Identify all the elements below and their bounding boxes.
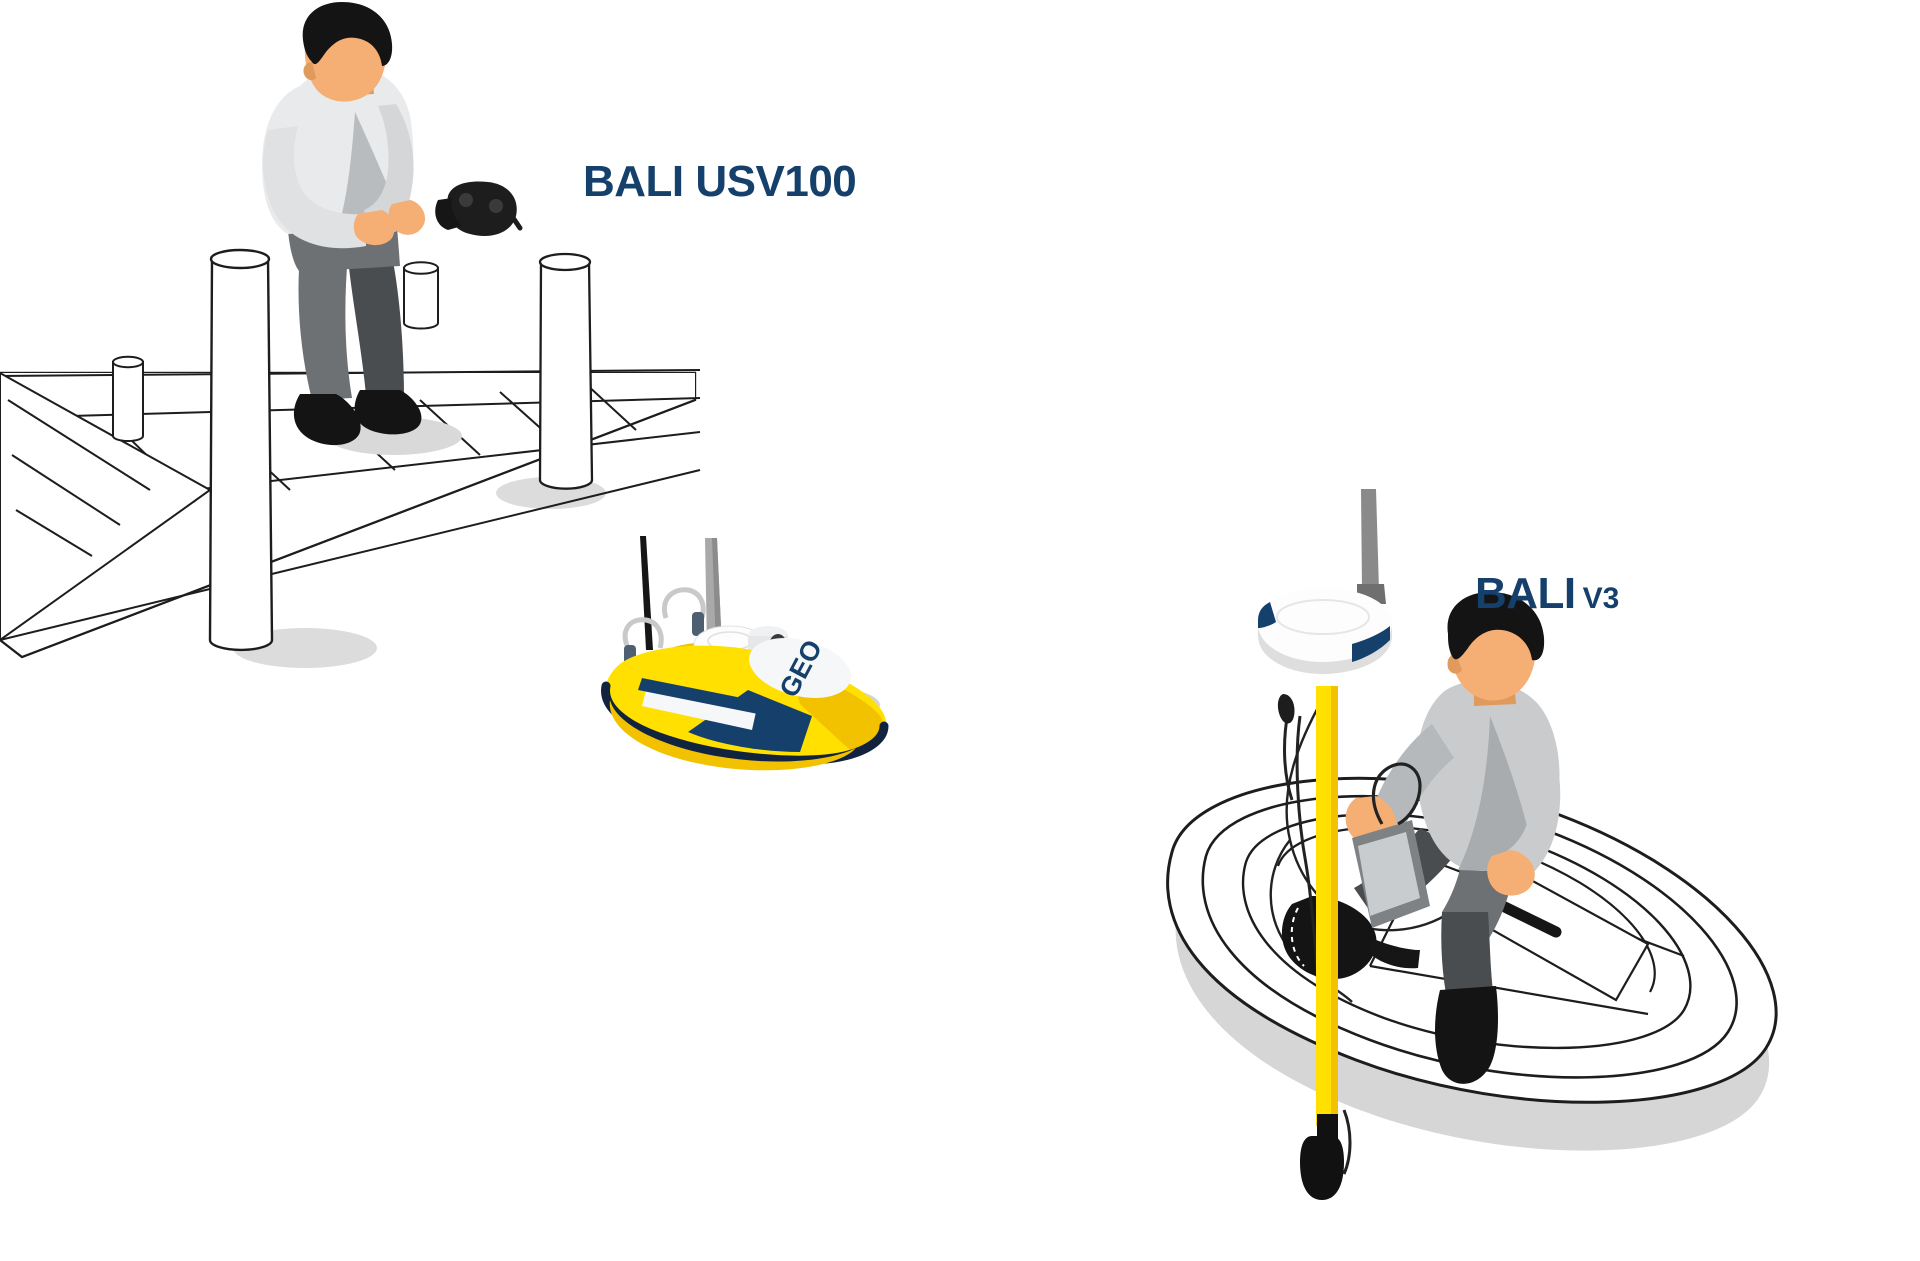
operator-leg-front (298, 254, 352, 400)
pole-transducer-cable (1342, 1109, 1352, 1175)
surveyor-arm-far (1372, 724, 1454, 828)
piling-small-mid (403, 261, 439, 330)
operator-hand-right (388, 200, 426, 235)
dock-group (0, 2, 701, 668)
surveyor-sweater-shade (1458, 716, 1532, 872)
operator-hair (302, 2, 393, 66)
dinghy-group (1166, 489, 1778, 1200)
label-bali-v3-brand: BALI (1475, 569, 1576, 618)
data-logger[interactable] (1352, 762, 1430, 928)
pole-transducer (1300, 1136, 1344, 1200)
operator-ear (303, 62, 316, 81)
gnss-body-top-ring (1276, 599, 1370, 635)
label-bali-usv100: BALI USV100 (583, 157, 857, 206)
operator-shoe-back (354, 390, 422, 435)
usv-navy-stripe (638, 678, 762, 714)
usv-logo-plate (749, 638, 851, 698)
gnss-stub-antenna (1361, 489, 1379, 590)
surveyor-boot-far-stitch (1290, 907, 1305, 967)
controller-antenna (502, 203, 523, 231)
survey-pole (1277, 686, 1352, 1200)
bali-usv100-vessel: GEO (601, 536, 889, 771)
usv-rub-rail (601, 681, 889, 765)
boat-surveyor-figure (1281, 592, 1561, 1084)
rc-controller[interactable] (435, 181, 523, 236)
gnss-accent-right (1352, 626, 1390, 662)
label-bali-v3-suffix: V3 (1582, 582, 1620, 615)
controller-grip-left (435, 198, 462, 230)
usv-hull-lower (609, 700, 856, 771)
pole-cable-connector (1277, 694, 1295, 724)
gnss-body-underside (1258, 624, 1392, 674)
surveyor-hair (1447, 592, 1545, 661)
controller-stick-left[interactable] (459, 193, 473, 207)
operator-arm-near (263, 126, 366, 249)
data-logger-screen (1358, 832, 1420, 916)
surveyor-shin-near (1441, 912, 1494, 1004)
operator-leg-back (348, 256, 404, 398)
controller-stick-right[interactable] (489, 199, 503, 213)
dock-operator-figure (262, 2, 426, 446)
surveyor-arm-near (1492, 712, 1561, 890)
usv-loop-antenna-right (662, 587, 706, 619)
operator-hand-left (353, 210, 395, 246)
surveyor-hand-near (1487, 850, 1535, 896)
usv-loop-antenna-left (622, 617, 664, 650)
piling-small-left (112, 355, 144, 442)
usv-loop-antenna-right-base (692, 612, 704, 636)
dock-ramp-face (0, 371, 212, 642)
usv-antenna-whip (640, 536, 653, 650)
piling-tall-left (208, 248, 274, 652)
usv-white-stripe (642, 690, 756, 730)
gnss-receiver (1258, 489, 1392, 674)
data-logger-cable (1371, 762, 1422, 826)
surveyor-ear (1447, 654, 1462, 674)
dock-pilings (112, 248, 594, 652)
surveyor-shoe-rear (1368, 938, 1420, 969)
gnss-accent-left (1258, 602, 1276, 628)
piling-tall-right (538, 252, 594, 490)
pole-shaft-shade (1331, 686, 1338, 1126)
operator-shoe-front (293, 394, 361, 446)
surveyor-boot-near (1435, 986, 1498, 1084)
